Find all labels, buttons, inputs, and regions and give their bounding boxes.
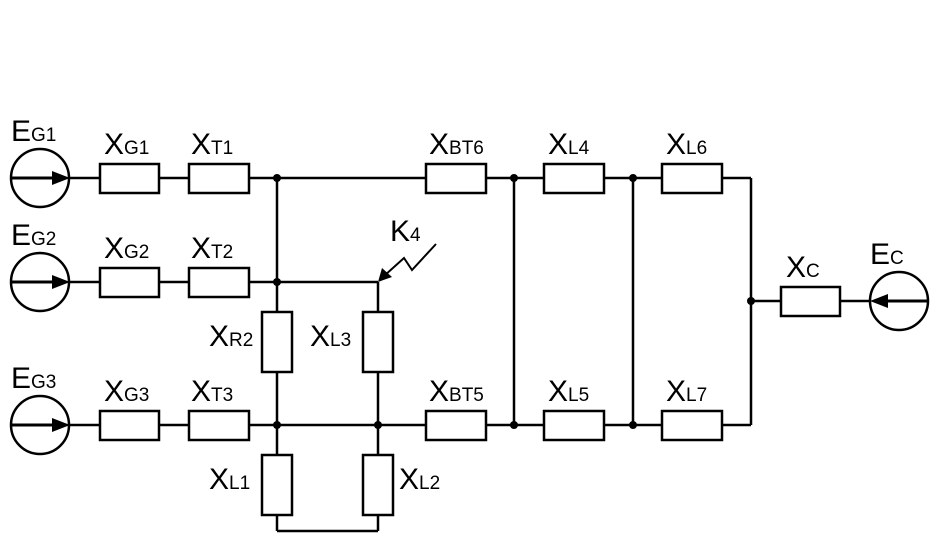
xg1-box <box>98 162 161 195</box>
label-xt3: XT3 <box>191 375 234 408</box>
label-xbt6: XBT6 <box>429 128 484 161</box>
reactance-boxes <box>98 162 842 517</box>
label-xl6: XL6 <box>666 128 708 161</box>
label-eg2: EG2 <box>11 219 57 252</box>
label-xl2: XL2 <box>399 463 441 496</box>
label-xg2: XG2 <box>104 232 150 265</box>
xt1-box <box>187 162 251 195</box>
junction-dot <box>510 174 518 182</box>
xl3-box <box>361 310 395 374</box>
junction-dot <box>747 297 755 305</box>
source-eg3-symbol <box>9 394 71 456</box>
junction-dot <box>629 421 637 429</box>
junction-dot <box>273 174 281 182</box>
junction-dot <box>510 421 518 429</box>
fault-lightning-icon <box>378 243 437 282</box>
label-xl3: XL3 <box>310 320 352 353</box>
xbt5-box <box>424 409 488 442</box>
xg3-box <box>98 409 161 442</box>
label-fault-k4: K4 <box>390 215 421 248</box>
label-ec: EC <box>870 238 904 271</box>
source-ec-symbol <box>868 270 930 332</box>
xl7-box <box>660 409 724 442</box>
label-eg3: EG3 <box>11 362 57 395</box>
xbt6-box <box>424 162 488 195</box>
junction-dot <box>273 278 281 286</box>
xc-box <box>779 285 842 318</box>
xr2-box <box>260 310 294 374</box>
junction-dot <box>273 421 281 429</box>
xl5-box <box>542 409 606 442</box>
label-xl4: XL4 <box>548 128 590 161</box>
xl1-box <box>260 453 294 517</box>
xt3-box <box>187 409 251 442</box>
xl4-box <box>542 162 606 195</box>
label-xg1: XG1 <box>104 128 150 161</box>
label-xt2: XT2 <box>191 232 234 265</box>
xl6-box <box>660 162 724 195</box>
junction-dot <box>629 174 637 182</box>
xg2-box <box>98 266 161 299</box>
label-xt1: XT1 <box>191 128 234 161</box>
xl2-box <box>361 453 395 517</box>
label-xc: XC <box>786 251 820 284</box>
label-xl7: XL7 <box>666 375 708 408</box>
junction-dots <box>273 174 755 429</box>
label-xr2: XR2 <box>209 320 254 353</box>
label-xbt5: XBT5 <box>429 375 484 408</box>
label-xl1: XL1 <box>209 463 251 496</box>
label-eg1: EG1 <box>11 115 57 148</box>
label-xl5: XL5 <box>548 375 590 408</box>
junction-dot <box>374 421 382 429</box>
wires <box>70 176 870 533</box>
source-eg1-symbol <box>9 147 71 209</box>
source-eg2-symbol <box>9 251 71 313</box>
label-xg3: XG3 <box>104 375 150 408</box>
xt2-box <box>187 266 251 299</box>
